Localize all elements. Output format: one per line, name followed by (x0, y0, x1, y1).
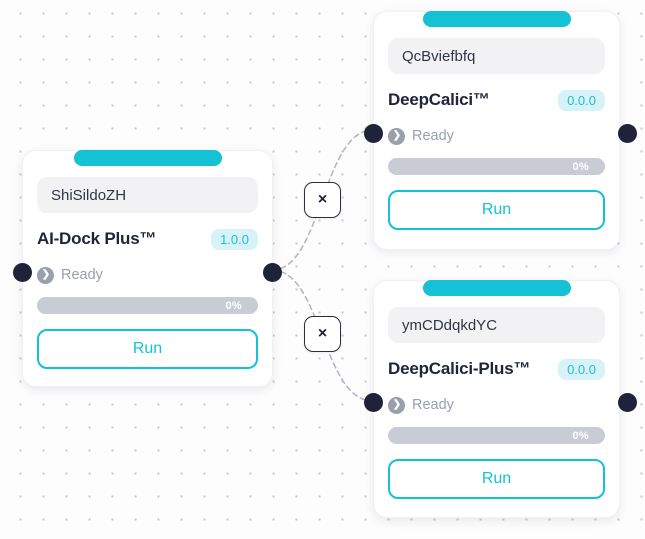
run-button[interactable]: Run (388, 190, 605, 230)
input-handle[interactable] (13, 263, 32, 282)
node-name-input[interactable] (388, 307, 605, 343)
node-drag-tab[interactable] (73, 150, 222, 166)
status-label: Ready (61, 267, 103, 283)
status-label: Ready (412, 397, 454, 413)
node-status-row[interactable]: ❯ Ready (388, 126, 605, 146)
node-drag-tab[interactable] (422, 280, 571, 296)
output-handle[interactable] (263, 263, 282, 282)
node-title-row: DeepCalici-Plus™ 0.0.0 (388, 356, 605, 382)
node-status-row[interactable]: ❯ Ready (388, 395, 605, 415)
status-label: Ready (412, 128, 454, 144)
run-button[interactable]: Run (37, 329, 258, 369)
progress-bar: 0% (388, 158, 605, 175)
edge-delete-button-top[interactable]: × (304, 182, 341, 218)
node-card-deepcalici[interactable]: DeepCalici™ 0.0.0 ❯ Ready 0% Run (364, 11, 637, 250)
chevron-right-icon: ❯ (388, 127, 405, 145)
node-status-row[interactable]: ❯ Ready (37, 265, 258, 285)
run-button[interactable]: Run (388, 459, 605, 499)
chevron-right-icon: ❯ (37, 266, 54, 284)
chevron-right-icon: ❯ (388, 396, 405, 414)
version-badge: 1.0.0 (211, 228, 258, 250)
progress-percent-label: 0% (572, 160, 589, 173)
output-handle[interactable] (618, 124, 637, 143)
progress-bar: 0% (388, 427, 605, 444)
output-handle[interactable] (618, 393, 637, 412)
node-name-input[interactable] (388, 38, 605, 74)
progress-bar: 0% (37, 297, 258, 314)
node-name-input[interactable] (37, 177, 258, 213)
edge-delete-button-bottom[interactable]: × (304, 316, 341, 352)
input-handle[interactable] (364, 124, 383, 143)
node-title-row: AI-Dock Plus™ 1.0.0 (37, 226, 258, 252)
version-badge: 0.0.0 (558, 358, 605, 380)
node-title-row: DeepCalici™ 0.0.0 (388, 87, 605, 113)
node-title: AI-Dock Plus™ (37, 229, 157, 248)
node-drag-tab[interactable] (422, 11, 571, 27)
node-title: DeepCalici™ (388, 90, 490, 109)
input-handle[interactable] (364, 393, 383, 412)
progress-percent-label: 0% (225, 299, 242, 312)
version-badge: 0.0.0 (558, 89, 605, 111)
progress-percent-label: 0% (572, 429, 589, 442)
node-card-ai-dock-plus[interactable]: AI-Dock Plus™ 1.0.0 ❯ Ready 0% Run (13, 150, 282, 387)
node-title: DeepCalici-Plus™ (388, 359, 531, 378)
node-card-deepcalici-plus[interactable]: DeepCalici-Plus™ 0.0.0 ❯ Ready 0% Run (364, 280, 637, 518)
